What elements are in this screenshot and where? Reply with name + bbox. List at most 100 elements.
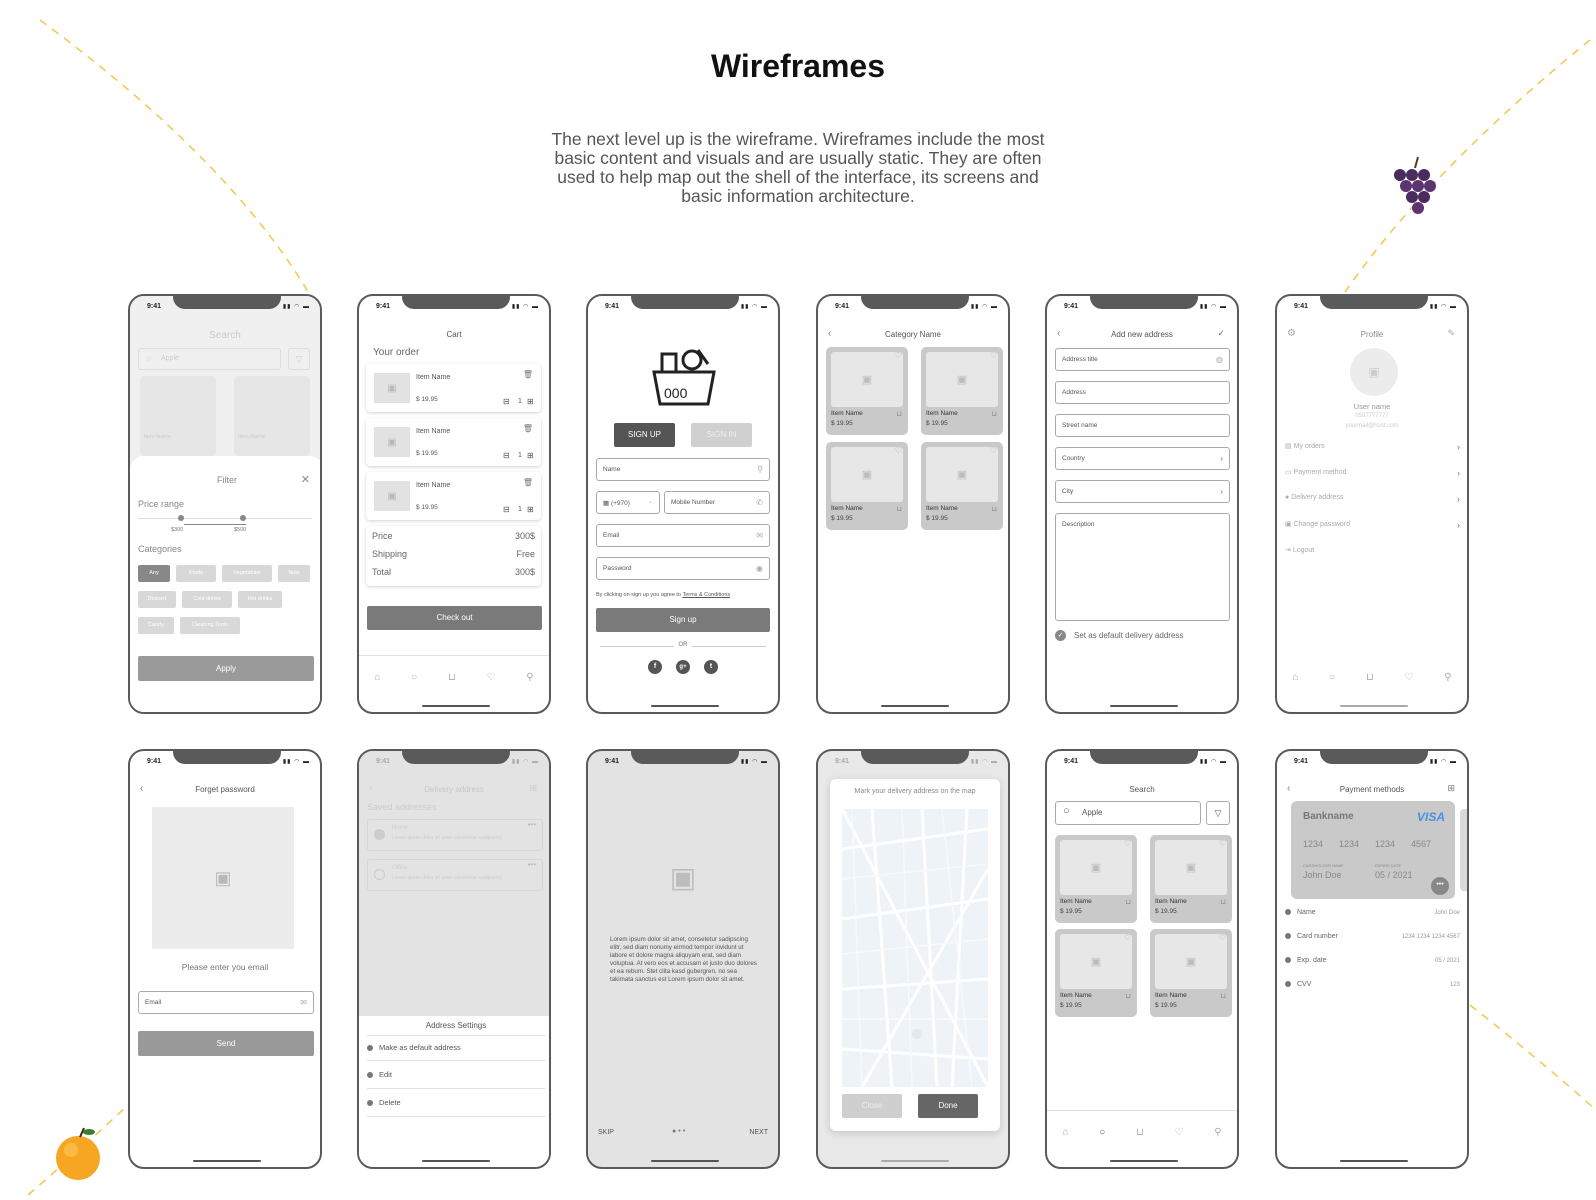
more-icon[interactable]: ••• [527,860,536,869]
slider-handle-min[interactable] [178,515,184,521]
heart-icon[interactable]: ♡ [989,351,997,360]
search-icon[interactable]: ○ [1099,1127,1106,1138]
category-chip[interactable]: Cold drinks [182,591,232,608]
more-icon[interactable]: ••• [1431,877,1449,895]
twitter-icon[interactable]: t [704,660,718,674]
home-icon[interactable]: ⌂ [374,672,381,683]
next-button[interactable]: NEXT [749,1129,768,1136]
price-slider-track[interactable] [138,518,312,519]
heart-icon[interactable]: ♡ [1218,933,1226,942]
terms-link[interactable]: Terms & Conditions [682,592,731,598]
heart-icon[interactable]: ♡ [894,351,902,360]
close-button[interactable]: Close [842,1094,902,1118]
trash-icon[interactable]: 🗑 [522,370,533,379]
more-icon[interactable]: ••• [527,820,536,829]
heart-icon[interactable]: ♡ [1123,933,1131,942]
back-icon[interactable]: ‹ [140,783,144,794]
product-card[interactable]: ▣♡Item Name$ 19.95⊔ [1150,835,1232,923]
signup-tab[interactable]: SIGN UP [614,423,675,447]
filter-icon[interactable]: ▽ [288,348,310,370]
back-icon[interactable]: ‹ [369,783,373,794]
country-field[interactable]: Country› [1055,447,1230,470]
next-card-peek[interactable] [1460,809,1467,891]
add-card-icon[interactable]: ⊞ [1447,783,1455,793]
product-card[interactable]: Item Name [234,376,310,456]
minus-button[interactable]: ⊟ [503,505,510,514]
category-chip[interactable]: Vegetables [222,565,272,582]
address-field[interactable]: Address [1055,381,1230,404]
checkout-button[interactable]: Check out [367,606,542,630]
send-button[interactable]: Send [138,1031,314,1056]
apply-button[interactable]: Apply [138,656,314,681]
plus-button[interactable]: ⊞ [527,451,534,460]
back-icon[interactable]: ‹ [1287,783,1291,794]
heart-icon[interactable]: ♡ [1123,839,1131,848]
name-field[interactable]: Name⚲ [596,458,770,481]
settings-option[interactable]: Make as default address [367,1043,461,1052]
heart-icon[interactable]: ♡ [894,446,902,455]
google-plus-icon[interactable]: g+ [676,660,690,674]
user-icon[interactable]: ⚲ [1444,672,1452,683]
trash-icon[interactable]: 🗑 [522,424,533,433]
cart-icon[interactable]: ⊔ [896,506,902,513]
cart-icon[interactable]: ⊔ [991,411,997,418]
cart-icon[interactable]: ⊔ [1365,672,1374,683]
default-checkbox[interactable]: ✓ [1055,630,1066,641]
menu-logout[interactable]: ⇥ Logout [1285,546,1460,562]
facebook-icon[interactable]: f [648,660,662,674]
product-card[interactable]: ▣♡Item Name$ 19.95⊔ [826,347,908,435]
search-icon[interactable]: ○ [1329,672,1336,683]
settings-option[interactable]: Delete [367,1098,401,1107]
cart-icon[interactable]: ⊔ [991,506,997,513]
heart-icon[interactable]: ♡ [486,672,496,683]
cart-icon[interactable]: ⊔ [1220,993,1226,1000]
gear-icon[interactable]: ⚙ [1287,328,1296,339]
edit-icon[interactable]: ✎ [1447,328,1455,338]
country-code-select[interactable]: ▦ (+970)⌄ [596,491,660,514]
product-card[interactable]: Item Name [140,376,216,456]
signin-tab[interactable]: SIGN IN [691,423,752,447]
check-icon[interactable]: ✓ [1217,328,1225,338]
search-icon[interactable]: ○ [411,672,418,683]
map-view[interactable] [842,809,988,1087]
menu-my-orders[interactable]: ▤ My orders› [1285,442,1460,458]
description-field[interactable]: Description [1055,513,1230,621]
menu-payment-method[interactable]: ▭ Payment method› [1285,468,1460,484]
product-card[interactable]: ▣♡Item Name$ 19.95⊔ [1150,929,1232,1017]
category-chip[interactable]: Cleaning Tools [180,617,240,634]
close-icon[interactable]: ✕ [300,474,310,486]
heart-icon[interactable]: ♡ [1404,672,1414,683]
category-chip[interactable]: Fruits [176,565,216,582]
cart-icon[interactable]: ⊔ [1135,1127,1144,1138]
heart-icon[interactable]: ♡ [989,446,997,455]
category-chip[interactable]: Candy [138,617,174,634]
user-icon[interactable]: ⚲ [526,672,534,683]
back-icon[interactable]: ‹ [828,328,832,339]
street-field[interactable]: Street name [1055,414,1230,437]
back-icon[interactable]: ‹ [1057,328,1061,339]
signup-button[interactable]: Sign up [596,608,770,632]
user-icon[interactable]: ⚲ [1214,1127,1222,1138]
product-card[interactable]: ▣♡Item Name$ 19.95⊔ [1055,929,1137,1017]
credit-card[interactable]: Bankname VISA 1234 1234 1234 4567 CARDHO… [1291,801,1455,899]
menu-delivery-address[interactable]: ● Delivery address› [1285,494,1460,510]
search-input[interactable]: ○Apple [138,348,281,370]
product-card[interactable]: ▣♡Item Name$ 19.95⊔ [921,442,1003,530]
mobile-field[interactable]: Mobile Number✆ [664,491,770,514]
email-field[interactable]: Email✉ [138,991,314,1014]
settings-option[interactable]: Edit [367,1070,392,1079]
heart-icon[interactable]: ♡ [1218,839,1226,848]
product-card[interactable]: ▣♡Item Name$ 19.95⊔ [921,347,1003,435]
cart-icon[interactable]: ⊔ [1220,899,1226,906]
email-field[interactable]: Email✉ [596,524,770,547]
category-chip[interactable]: Dessert [138,591,176,608]
cart-icon[interactable]: ⊔ [447,672,456,683]
heart-icon[interactable]: ♡ [1174,1127,1184,1138]
category-chip[interactable]: Any [138,565,170,582]
address-item[interactable]: Home Lorem ipsum dolor sit amet consetet… [367,819,543,851]
category-chip[interactable]: Nuts [278,565,310,582]
plus-button[interactable]: ⊞ [527,397,534,406]
avatar[interactable]: ▣ [1350,348,1398,396]
home-icon[interactable]: ⌂ [1292,672,1299,683]
address-title-field[interactable]: Address title◍ [1055,348,1230,371]
